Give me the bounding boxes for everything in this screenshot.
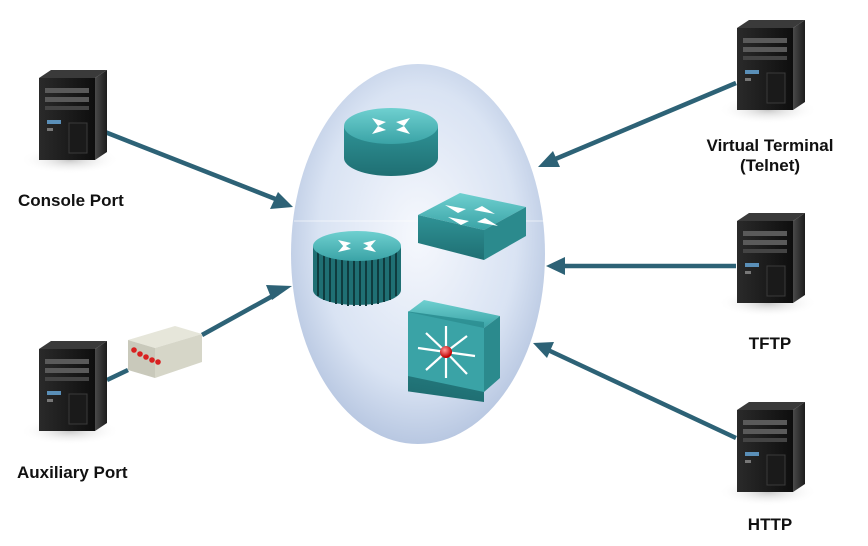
modem-icon: [128, 326, 202, 378]
console-pc-tower-icon: [19, 69, 121, 175]
router-icon: [344, 108, 438, 176]
vty-pc-tower-icon: [717, 19, 819, 125]
vty-connection-line: [552, 80, 737, 163]
router-icon: [313, 231, 401, 306]
arrowhead-icon: [270, 192, 293, 209]
arrowhead-icon: [546, 257, 565, 275]
tftp-label: TFTP: [748, 334, 792, 353]
http-connection-line: [547, 347, 737, 441]
http-label: HTTP: [747, 515, 793, 534]
http-pc-tower-icon: [717, 401, 819, 507]
arrowhead-icon: [533, 342, 554, 358]
auxiliary-pc-tower-icon: [19, 340, 121, 446]
virtual-terminal-label-line2: (Telnet): [739, 156, 801, 175]
virtual-terminal-label-line1: Virtual Terminal: [706, 136, 834, 155]
virtual-terminal-label: Virtual Terminal (Telnet): [690, 136, 850, 176]
console-port-label: Console Port: [18, 191, 124, 210]
console-connection-line: [104, 129, 279, 203]
aux-to-modem-line: [106, 367, 129, 383]
switch-icon: [418, 193, 526, 260]
auxiliary-port-label: Auxiliary Port: [17, 463, 128, 482]
connection-arrows: [104, 80, 737, 441]
arrowhead-icon: [266, 285, 292, 300]
arrowhead-icon: [538, 151, 560, 167]
multilayer-switch-icon: [408, 300, 500, 403]
modem-to-device-line: [200, 291, 280, 337]
